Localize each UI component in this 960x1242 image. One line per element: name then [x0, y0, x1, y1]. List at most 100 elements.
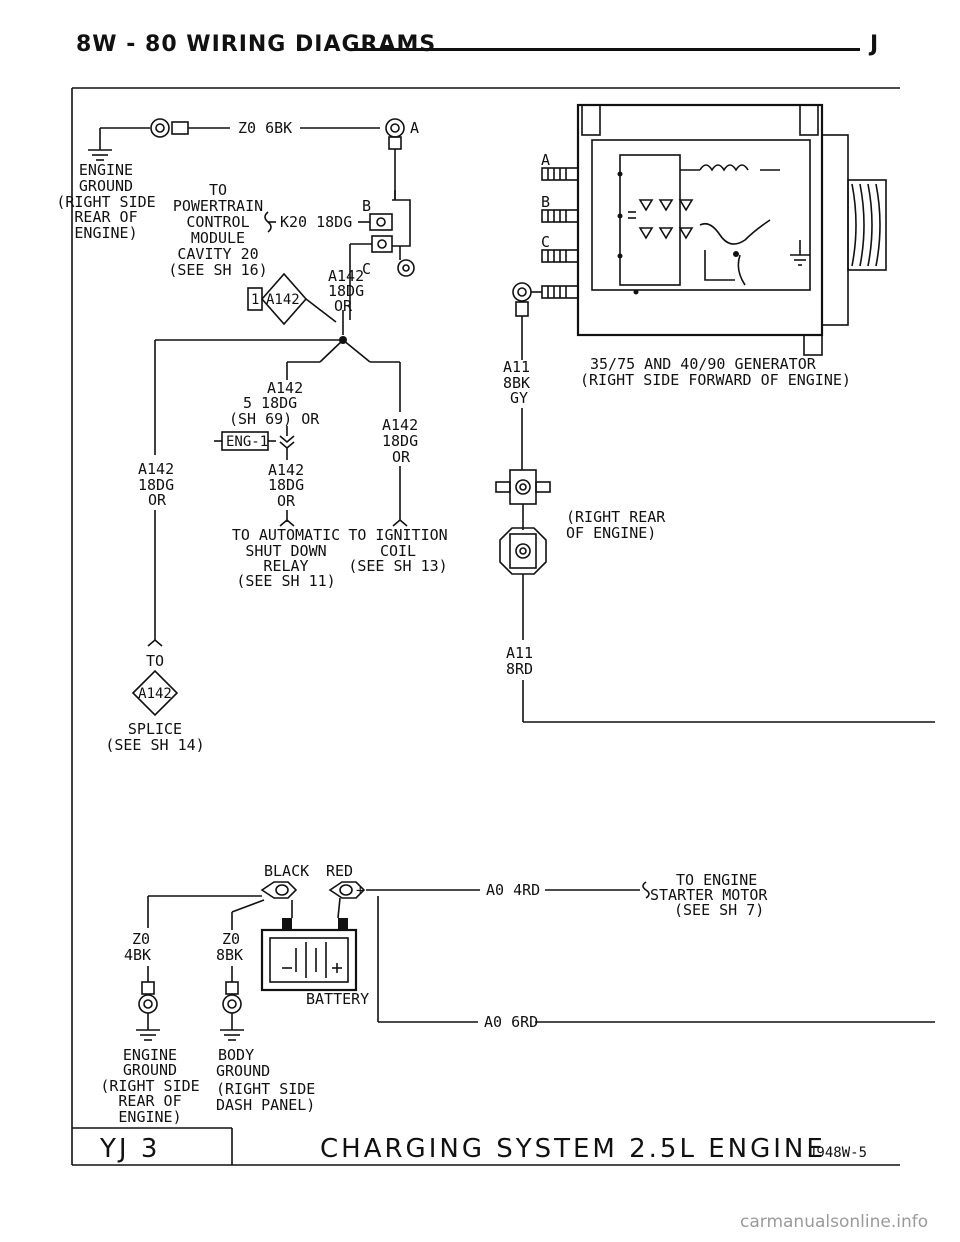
svg-text:STARTER MOTOR: STARTER MOTOR — [650, 886, 768, 904]
svg-text:Z0: Z0 — [222, 930, 240, 948]
svg-text:8BK: 8BK — [216, 946, 243, 964]
svg-text:DASH PANEL): DASH PANEL) — [216, 1096, 315, 1114]
svg-text:(SEE SH 14): (SEE SH 14) — [105, 736, 204, 754]
footer-code: J948W-5 — [808, 1145, 867, 1161]
svg-text:OF ENGINE): OF ENGINE) — [566, 524, 656, 542]
svg-text:18DG: 18DG — [382, 432, 418, 450]
svg-text:COIL: COIL — [380, 542, 416, 560]
svg-text:REAR OF: REAR OF — [118, 1092, 181, 1110]
svg-text:(RIGHT REAR: (RIGHT REAR — [566, 508, 666, 526]
svg-text:A142: A142 — [138, 686, 172, 702]
svg-text:A: A — [541, 151, 550, 169]
svg-text:8RD: 8RD — [506, 660, 533, 678]
svg-text:18DG: 18DG — [138, 476, 174, 494]
svg-text:GROUND: GROUND — [123, 1061, 177, 1079]
svg-text:B: B — [541, 193, 550, 211]
svg-text:CONTROL: CONTROL — [186, 213, 249, 231]
svg-text:SHUT DOWN: SHUT DOWN — [245, 542, 326, 560]
battery-label: BATTERY — [306, 990, 369, 1008]
svg-text:A142: A142 — [268, 461, 304, 479]
svg-text:1: 1 — [251, 292, 259, 308]
footer: YJ 3 CHARGING SYSTEM 2.5L ENGINE J948W-5 — [72, 1127, 900, 1166]
eng1-connector: ENG-1 — [226, 434, 268, 450]
footer-model: YJ 3 — [99, 1134, 160, 1164]
svg-text:TO IGNITION: TO IGNITION — [348, 526, 447, 544]
svg-text:C: C — [362, 260, 371, 278]
wire-z0-6bk: Z0 6BK — [238, 119, 292, 137]
svg-text:OR: OR — [334, 297, 353, 315]
svg-text:+: + — [356, 883, 364, 899]
ground-top-l2: GROUND — [79, 177, 133, 195]
svg-text:POWERTRAIN: POWERTRAIN — [173, 197, 263, 215]
header-rule — [350, 48, 860, 51]
svg-text:(RIGHT SIDE: (RIGHT SIDE — [100, 1077, 199, 1095]
svg-text:OR: OR — [392, 448, 411, 466]
eng1-branch: A142 5 18DG (SH 69) OR ENG-1 A142 18DG O… — [214, 379, 340, 590]
svg-text:ENGINE): ENGINE) — [118, 1108, 181, 1126]
terminal-a-label: A — [410, 119, 419, 137]
generator-location: (RIGHT SIDE FORWARD OF ENGINE) — [580, 371, 851, 389]
wire-a0-6rd: A0 6RD — [484, 1013, 538, 1031]
body-ground: Z0 8BK BODY GROUND (RIGHT SIDE DASH PANE… — [216, 930, 315, 1114]
ground-top-l1: ENGINE — [79, 161, 133, 179]
svg-text:A142: A142 — [138, 460, 174, 478]
svg-text:RELAY: RELAY — [263, 557, 308, 575]
pcm-connector: TO POWERTRAIN CONTROL MODULE CAVITY 20 (… — [168, 181, 415, 279]
svg-text:OR: OR — [148, 491, 167, 509]
svg-text:CAVITY 20: CAVITY 20 — [177, 245, 258, 263]
ignition-branch: A142 18DG OR TO IGNITION COIL (SEE SH 13… — [348, 416, 447, 575]
svg-text:ENGINE: ENGINE — [123, 1046, 177, 1064]
generator: A B C 35/75 A — [512, 103, 887, 389]
footer-system-title: CHARGING SYSTEM 2.5L ENGINE — [320, 1134, 826, 1164]
watermark: carmanualsonline.info — [740, 1212, 929, 1232]
a142-splice-node — [155, 262, 401, 412]
svg-text:(SEE SH 16): (SEE SH 16) — [168, 261, 267, 279]
ground-top-l5: ENGINE) — [74, 224, 137, 242]
svg-text:GROUND: GROUND — [216, 1062, 270, 1080]
battery: BATTERY — [260, 897, 369, 1008]
engine-ground-top: Z0 6BK A ENGINE GROUND (RIGHT SIDE REAR … — [56, 118, 419, 242]
generator-output-wire: A11 8BK GY (RIGHT REAR OF ENGINE) A11 8R… — [495, 358, 935, 723]
svg-text:(SEE SH 7): (SEE SH 7) — [674, 901, 764, 919]
svg-text:A142: A142 — [382, 416, 418, 434]
svg-text:A11: A11 — [503, 358, 530, 376]
svg-text:TO: TO — [146, 652, 164, 670]
header-letter: J — [870, 32, 879, 57]
engine-ground-left: Z0 4BK ENGINE GROUND (RIGHT SIDE REAR OF… — [100, 930, 199, 1126]
svg-text:A142: A142 — [267, 379, 303, 397]
svg-text:TO: TO — [209, 181, 227, 199]
wire-a0-4rd: A0 4RD — [486, 881, 540, 899]
svg-text:18DG: 18DG — [268, 476, 304, 494]
svg-text:TO ENGINE: TO ENGINE — [676, 871, 757, 889]
svg-text:A11: A11 — [506, 644, 533, 662]
ground-top-l3: (RIGHT SIDE — [56, 193, 155, 211]
svg-text:BODY: BODY — [218, 1046, 254, 1064]
svg-text:TO AUTOMATIC: TO AUTOMATIC — [232, 526, 340, 544]
svg-text:(SEE SH 11): (SEE SH 11) — [236, 572, 335, 590]
svg-text:Z0: Z0 — [132, 930, 150, 948]
splice-branch: A142 18DG OR TO A142 SPLICE (SEE SH 14) — [105, 340, 205, 754]
svg-text:B: B — [362, 197, 371, 215]
svg-text:MODULE: MODULE — [191, 229, 245, 247]
wire-k20-18dg: K20 18DG — [280, 213, 352, 231]
svg-text:18DG: 18DG — [328, 282, 364, 300]
svg-text:A142: A142 — [328, 267, 364, 285]
svg-text:C: C — [541, 233, 550, 251]
svg-text:8BK: 8BK — [503, 374, 530, 392]
page-header: 8W - 80 WIRING DIAGRAMS J — [0, 32, 960, 68]
svg-text:GY: GY — [510, 389, 528, 407]
svg-text:SPLICE: SPLICE — [128, 720, 182, 738]
svg-text:4BK: 4BK — [124, 946, 151, 964]
svg-text:RED: RED — [326, 862, 353, 880]
svg-text:5 18DG: 5 18DG — [243, 394, 297, 412]
svg-text:(SEE SH 13): (SEE SH 13) — [348, 557, 447, 575]
battery-section: BLACK RED + A0 4RD TO ENGINE STARTER MOT… — [100, 862, 935, 1126]
a142-diamond-1: 1 A142 A142 18DG OR — [247, 267, 364, 326]
svg-text:(RIGHT SIDE: (RIGHT SIDE — [216, 1080, 315, 1098]
svg-text:OR: OR — [277, 492, 296, 510]
generator-title: 35/75 AND 40/90 GENERATOR — [590, 355, 817, 373]
svg-text:BLACK: BLACK — [264, 862, 309, 880]
ground-top-l4: REAR OF — [74, 208, 137, 226]
svg-text:(SH 69) OR: (SH 69) OR — [229, 410, 320, 428]
